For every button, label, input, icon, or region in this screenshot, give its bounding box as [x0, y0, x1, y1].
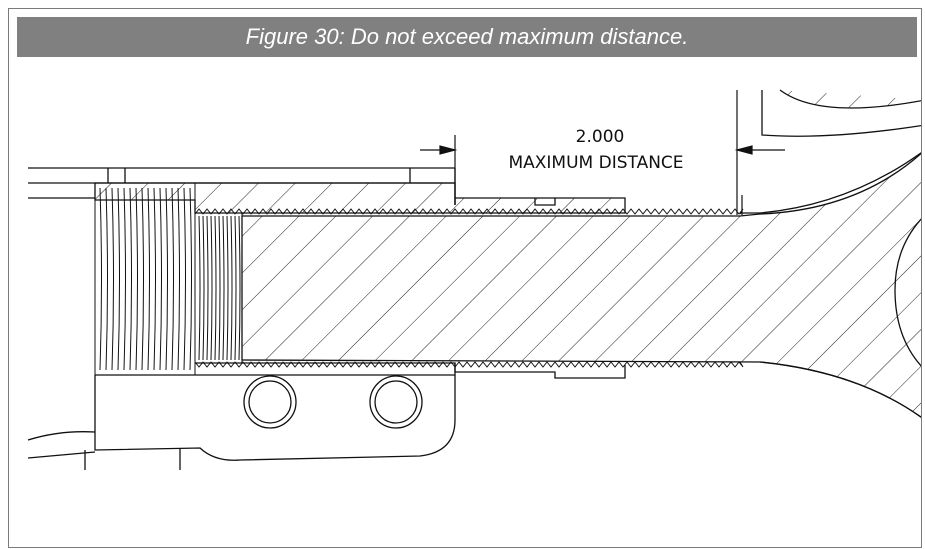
- nut-thread-line: [165, 187, 168, 371]
- lower-receiver-outline: [27, 362, 626, 470]
- nut-thread-line: [135, 187, 138, 371]
- figure-caption: Figure 30: Do not exceed maximum distanc…: [17, 17, 917, 57]
- nut-thread-line: [183, 187, 186, 371]
- nut-thread-line: [159, 187, 162, 371]
- pin-hole-right: [369, 375, 423, 429]
- dimension-label: MAXIMUM DISTANCE: [508, 153, 683, 173]
- nut-thread-line: [210, 215, 213, 361]
- nut-thread-line: [129, 187, 132, 371]
- thread-top: [194, 208, 744, 215]
- nut-thread-line: [214, 215, 217, 361]
- castle-nut-threads: [94, 182, 243, 376]
- pin-hole-left: [243, 375, 297, 429]
- nut-thread-line: [111, 187, 114, 371]
- dimension-value: 2.000: [576, 127, 625, 147]
- nut-thread-line: [153, 187, 156, 371]
- nut-thread-line: [226, 215, 229, 361]
- nut-thread-line: [202, 215, 205, 361]
- housing-top-wall: [94, 182, 626, 214]
- nut-thread-line: [234, 215, 237, 361]
- nut-thread-line: [171, 187, 174, 371]
- nut-thread-line: [218, 215, 221, 361]
- nut-thread-line: [177, 187, 180, 371]
- nut-thread-line: [230, 215, 233, 361]
- nut-thread-line: [105, 187, 108, 371]
- stock-outline: [740, 89, 921, 418]
- dimension-lines: [420, 90, 785, 215]
- nut-thread-line: [141, 187, 144, 371]
- nut-thread-line: [222, 215, 225, 361]
- nut-thread-line: [99, 187, 102, 371]
- nut-thread-line: [206, 215, 209, 361]
- nut-thread-line: [123, 187, 126, 371]
- tube-notch: [534, 198, 556, 206]
- nut-thread-line: [147, 187, 150, 371]
- nut-thread-line: [198, 215, 201, 361]
- thread-bottom: [194, 361, 744, 368]
- nut-thread-line: [189, 187, 192, 371]
- nut-thread-line: [117, 187, 120, 371]
- nut-thread-line: [238, 215, 241, 361]
